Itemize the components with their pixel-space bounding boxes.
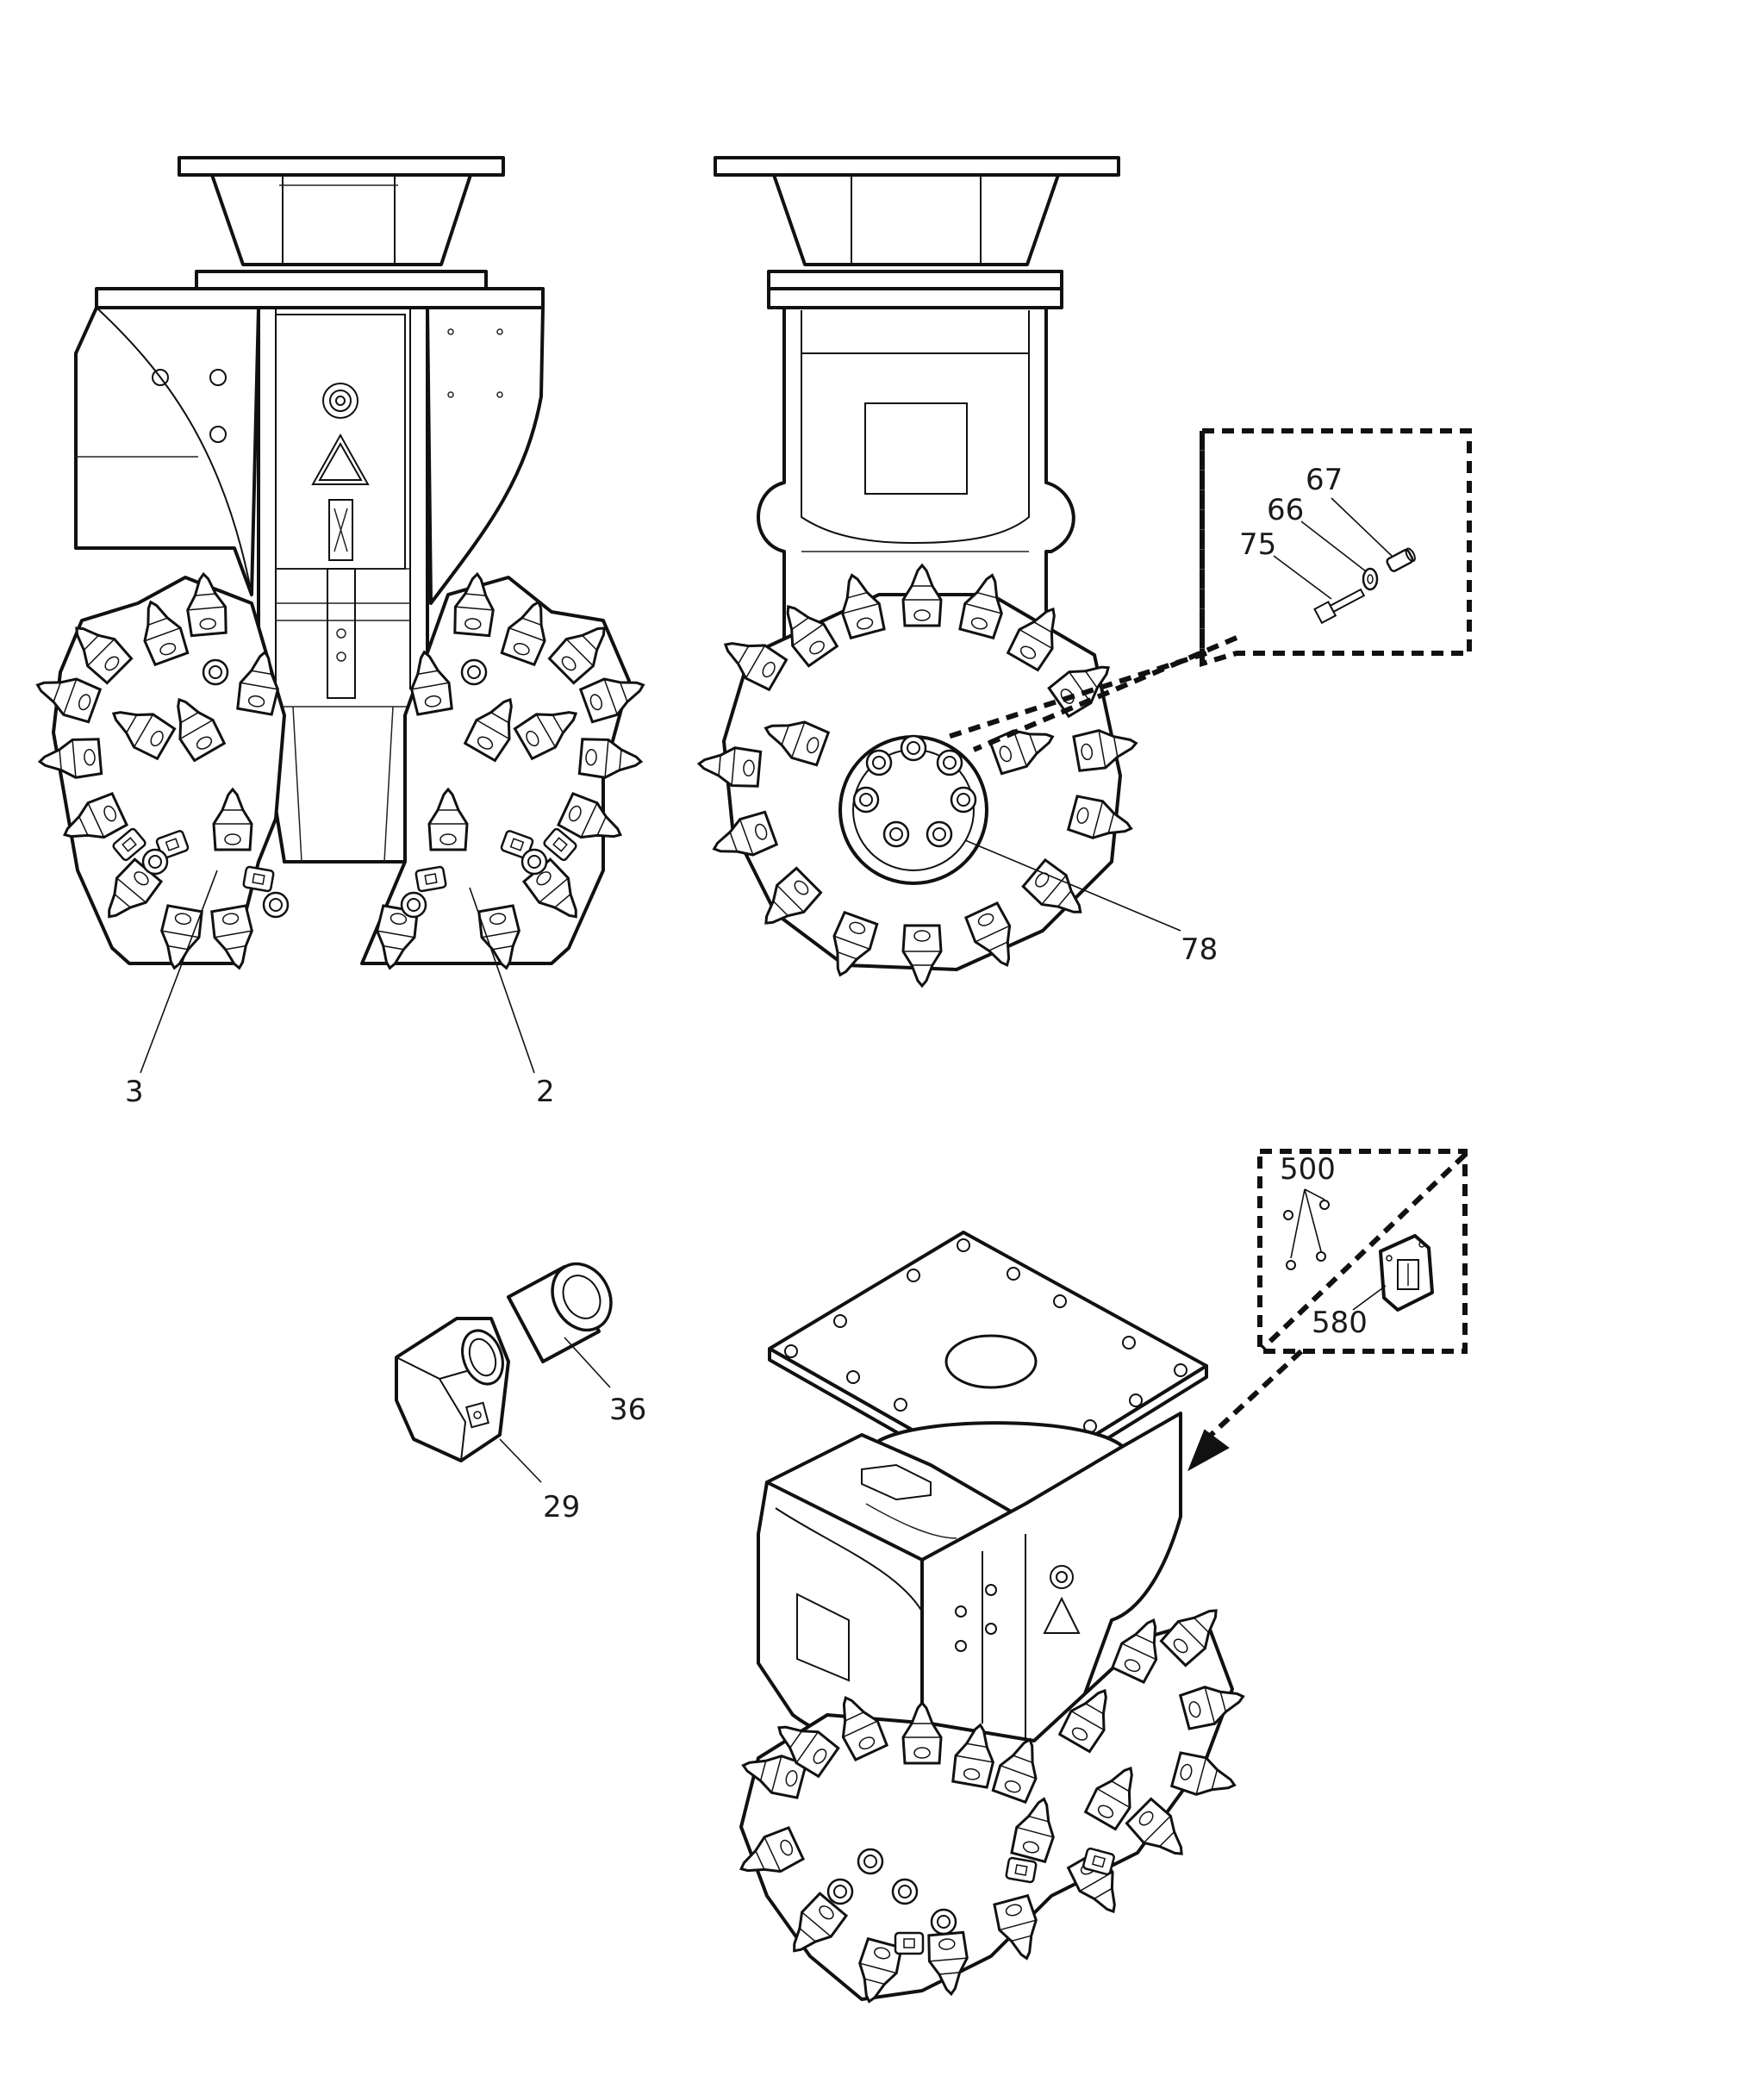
callout-67: 67 xyxy=(1306,463,1343,497)
callout-580: 580 xyxy=(1312,1306,1368,1340)
callout-2: 2 xyxy=(536,1075,555,1109)
callout-29: 29 xyxy=(543,1490,580,1524)
side-view-drawing xyxy=(695,156,1238,988)
detail-box-sensor xyxy=(1257,1149,1468,1354)
callout-66: 66 xyxy=(1267,493,1304,527)
callout-36: 36 xyxy=(609,1393,646,1427)
front-view-drawing xyxy=(29,156,651,1074)
callout-500: 500 xyxy=(1280,1152,1336,1187)
callout-3: 3 xyxy=(125,1075,144,1109)
isometric-view-drawing xyxy=(732,1231,1304,2008)
detail-box-fasteners xyxy=(1200,428,1472,668)
callout-78: 78 xyxy=(1181,932,1218,967)
callout-75: 75 xyxy=(1239,527,1276,562)
holder-sleeve-detail xyxy=(395,1262,613,1483)
